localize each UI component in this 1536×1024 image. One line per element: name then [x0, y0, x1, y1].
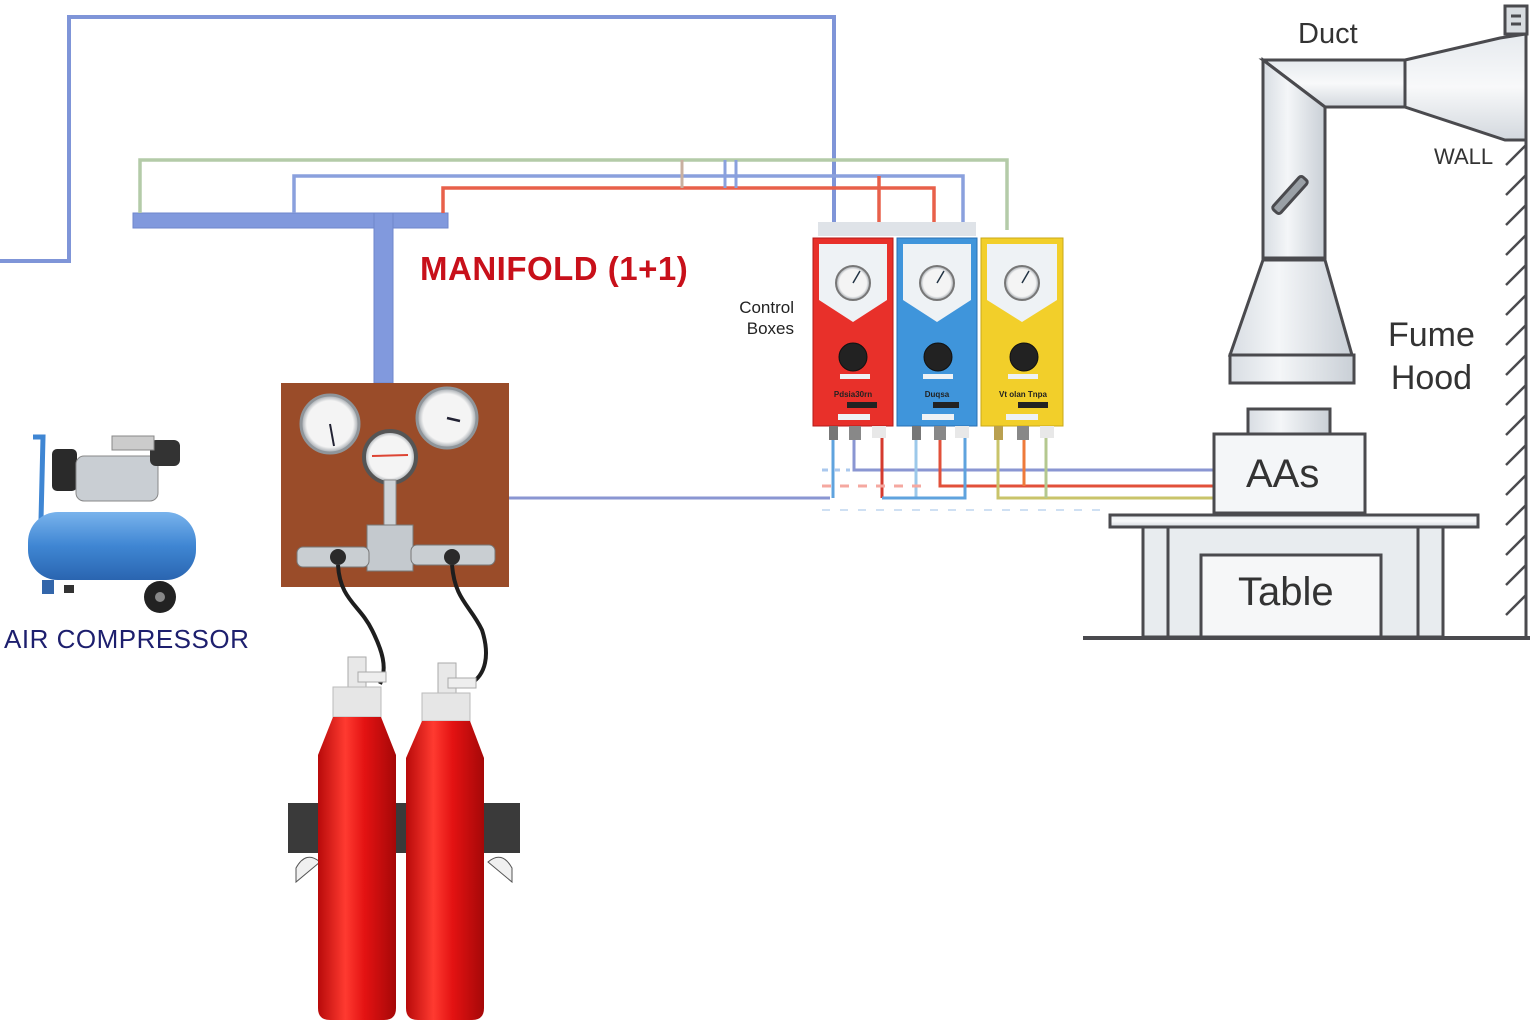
control-knob-icon[interactable]	[923, 342, 953, 372]
valve-lever-icon	[847, 402, 877, 408]
control-knob-icon[interactable]	[1009, 342, 1039, 372]
air-branch-line	[292, 174, 965, 230]
gas-cylinder-2	[406, 662, 484, 1020]
control-boxes-label-line1: Control	[739, 298, 794, 317]
oxidant-line	[138, 158, 1009, 230]
cross-connectors	[680, 160, 738, 188]
fume-hood-label-line2: Hood	[1390, 359, 1473, 397]
control-to-aas-lines	[822, 430, 1215, 511]
air-compressor	[28, 434, 196, 613]
control-knob-icon[interactable]	[838, 342, 868, 372]
gas-cylinders	[288, 656, 520, 1020]
control-boxes: Pdsia30rn Duqsa	[812, 222, 1064, 440]
gas-cylinder-1	[318, 656, 396, 1020]
manifold-label: MANIFOLD (1+1)	[420, 250, 689, 287]
manifold-header	[132, 212, 449, 384]
damper-icon	[1271, 175, 1309, 215]
valve-lever-icon	[1018, 402, 1048, 408]
duct-label: Duct	[1298, 18, 1358, 50]
flow-meter-icon	[362, 429, 418, 485]
control-box-label: Duqsa	[925, 390, 950, 399]
cylinder-hoses	[336, 564, 488, 686]
control-box-blue[interactable]: Duqsa	[896, 237, 978, 440]
control-box-label: Pdsia30rn	[834, 390, 872, 399]
air-supply-line	[0, 15, 836, 263]
aas-label: AAs	[1246, 452, 1320, 496]
wall-label: WALL	[1434, 144, 1494, 169]
fume-hood-label-line1: Fume	[1388, 316, 1475, 354]
control-boxes-label-line2: Boxes	[746, 319, 794, 338]
valve-lever-icon	[933, 402, 959, 408]
aas-instrument	[1212, 432, 1367, 515]
table-top	[1108, 513, 1480, 529]
control-boxes-label: Control Boxes	[712, 297, 794, 339]
fume-hood	[1227, 4, 1529, 638]
control-box-red[interactable]: Pdsia30rn	[812, 237, 894, 440]
fume-hood-label: Fume Hood	[1388, 314, 1475, 400]
control-box-yellow[interactable]: Vt olan Tnpa	[980, 237, 1064, 440]
control-box-label: Vt olan Tnpa	[999, 390, 1048, 399]
instrument-and-table	[1083, 407, 1530, 640]
fuel-line	[441, 176, 936, 230]
manifold-panel	[281, 383, 509, 587]
table-label: Table	[1238, 570, 1334, 614]
air-compressor-label: AIR COMPRESSOR	[4, 624, 250, 654]
